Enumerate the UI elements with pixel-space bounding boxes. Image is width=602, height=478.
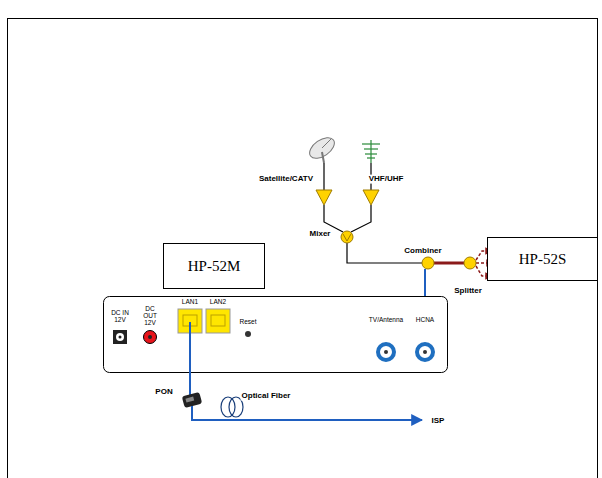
port-label: Reset — [239, 318, 258, 325]
coax-port — [378, 344, 433, 360]
outer-frame — [8, 19, 598, 478]
port-label: DC IN 12V — [109, 309, 131, 323]
port-label: LAN2 — [209, 298, 227, 305]
part-label: Splitter — [453, 287, 483, 296]
part-label: Satellite/CATV — [258, 175, 314, 184]
splitter-symbol — [464, 257, 476, 269]
amplifier-symbol — [316, 190, 332, 205]
reset-button — [245, 331, 251, 337]
part-label: VHF/UHF — [368, 175, 405, 184]
part-label: Mixer — [309, 230, 332, 239]
fiber-line — [192, 406, 422, 420]
device-name: HP-52S — [519, 251, 567, 268]
combiner-symbol — [422, 257, 434, 269]
trunk-cable — [434, 262, 464, 265]
port-label: TV/Antenna — [368, 316, 404, 323]
dc-in-jack — [113, 330, 127, 344]
amplifier-symbol — [363, 190, 379, 205]
lan-port — [178, 309, 230, 333]
mixer-symbol — [341, 231, 353, 243]
port-label: HCNA — [415, 316, 435, 323]
pon-device — [182, 392, 202, 408]
part-label: Optical Fiber — [241, 392, 292, 401]
port-label: LAN1 — [181, 298, 199, 305]
device-box: HP-52M — [163, 243, 265, 289]
device-box: HP-52S — [487, 237, 598, 281]
part-label: PON — [154, 388, 173, 397]
lan-cable — [189, 322, 191, 395]
part-label: ISP — [431, 417, 446, 426]
port-label: DC OUT 12V — [137, 305, 163, 326]
dc-out-jack — [144, 331, 157, 344]
satellite-dish — [306, 133, 338, 163]
device-panel — [104, 297, 448, 373]
antenna-symbol — [362, 140, 380, 163]
part-label: Combiner — [403, 247, 442, 256]
device-name: HP-52M — [188, 258, 241, 275]
